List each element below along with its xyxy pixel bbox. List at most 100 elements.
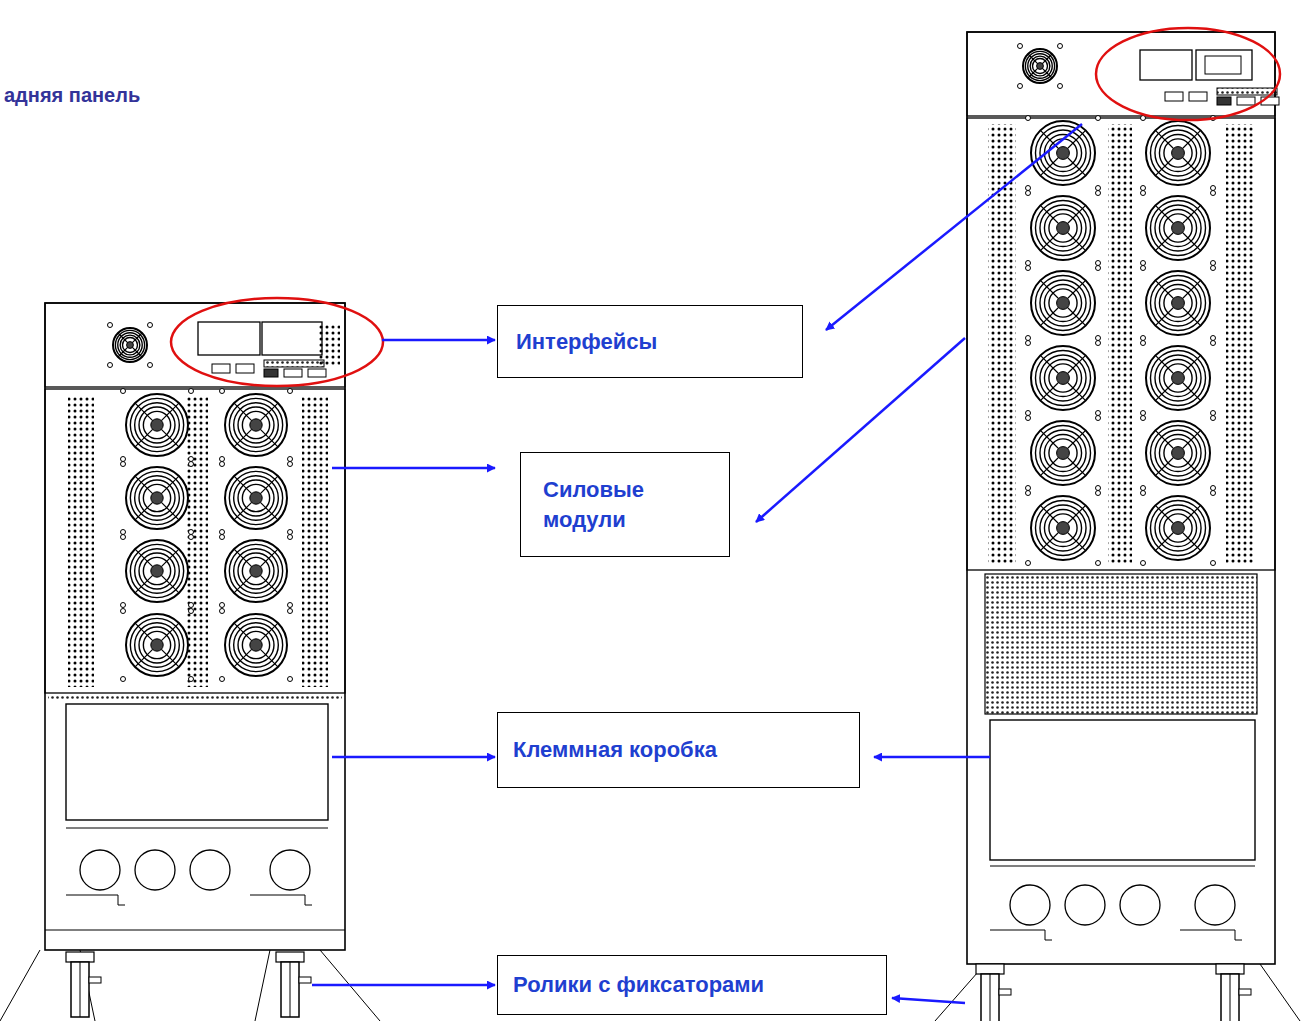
fan-spoke: [132, 333, 142, 343]
cabinet-outline: [45, 303, 345, 950]
fan-ring: [1035, 425, 1090, 480]
screw: [220, 677, 225, 682]
screw: [1141, 261, 1146, 266]
screw: [1211, 416, 1216, 421]
screw: [121, 462, 126, 467]
fan-spoke: [1068, 505, 1086, 523]
fan-ring: [1146, 271, 1210, 335]
fan: [1026, 191, 1101, 266]
label-box: Ролики с фиксаторами: [497, 955, 887, 1015]
cable-entry: [135, 850, 175, 890]
caster-wheel: [1221, 974, 1239, 1021]
fan-ring: [1146, 421, 1210, 485]
fan-ring: [118, 333, 142, 357]
fan-ring: [1146, 196, 1210, 260]
screw: [189, 535, 194, 540]
caster-lock: [1239, 989, 1251, 995]
fan-spoke: [1040, 280, 1058, 298]
fan-spoke: [234, 429, 252, 447]
fan-ring: [234, 549, 279, 594]
highlight-ellipse: [171, 298, 383, 386]
cable-entry: [1010, 885, 1050, 925]
screw: [1026, 261, 1031, 266]
fan-ring: [1040, 505, 1086, 551]
fan-spoke: [1155, 458, 1173, 476]
fan-spoke: [260, 549, 278, 567]
fan-hub: [151, 492, 163, 504]
fan-ring: [135, 476, 180, 521]
screw: [1211, 266, 1216, 271]
fan-spoke: [161, 429, 179, 447]
fan-spoke: [1155, 205, 1173, 223]
fan-hub: [250, 419, 262, 431]
vent-holes: [68, 395, 94, 687]
fan-ring: [1040, 205, 1086, 251]
fan-spoke: [135, 549, 153, 567]
fan-ring: [130, 544, 183, 597]
caster-axle: [290, 962, 291, 1017]
screw: [121, 535, 126, 540]
screw: [189, 677, 194, 682]
fan-hub: [1172, 447, 1185, 460]
fan-ring: [1150, 425, 1205, 480]
fan-spoke: [1068, 430, 1086, 448]
fan-spoke: [161, 502, 179, 520]
screw: [1026, 561, 1031, 566]
fan-ring: [1146, 496, 1210, 560]
switch: [264, 369, 278, 377]
left-cabinet: [0, 303, 380, 1021]
fan-spoke: [161, 476, 179, 494]
fan-spoke: [1155, 533, 1173, 551]
screw: [1141, 341, 1146, 346]
caster-plate: [1216, 964, 1244, 974]
fan-spoke: [161, 575, 179, 593]
fan-ring: [1031, 421, 1095, 485]
fan: [121, 535, 194, 608]
fan-spoke: [1040, 458, 1058, 476]
caster-wheel: [71, 962, 89, 1017]
fan-ring: [1155, 505, 1201, 551]
fan-ring: [229, 398, 282, 451]
fan-spoke: [1183, 430, 1201, 448]
fan-spoke: [1155, 430, 1173, 448]
fan-spoke: [1042, 54, 1052, 64]
fan-spoke: [1068, 533, 1086, 551]
screw: [121, 609, 126, 614]
fan: [220, 389, 293, 462]
fan-spoke: [1028, 54, 1038, 64]
screw: [1096, 341, 1101, 346]
cable-entry: [1120, 885, 1160, 925]
screw: [1058, 44, 1063, 49]
fan-hub: [1057, 447, 1070, 460]
fan-ring: [135, 623, 180, 668]
screw: [1096, 491, 1101, 496]
fan-spoke: [1183, 158, 1201, 176]
label-text: Ролики с фиксаторами: [513, 970, 764, 1000]
fan-spoke: [1183, 280, 1201, 298]
fan: [1026, 341, 1101, 416]
title: адняя панель: [4, 84, 140, 107]
caster: [1216, 964, 1251, 1021]
label-box: Силовые модули: [520, 452, 730, 557]
screw: [220, 535, 225, 540]
fan-spoke: [1040, 430, 1058, 448]
db-port: [308, 369, 326, 377]
db-port: [236, 364, 254, 373]
fan-ring: [1031, 121, 1095, 185]
fan-ring: [130, 398, 183, 451]
fan-ring: [225, 467, 287, 529]
fan-spoke: [1040, 233, 1058, 251]
fan: [1018, 44, 1063, 89]
caster-axle: [990, 974, 991, 1021]
screw: [288, 677, 293, 682]
fan-spoke: [1183, 458, 1201, 476]
module-panel: [967, 118, 1275, 570]
screw: [1058, 84, 1063, 89]
fan-spoke: [234, 649, 252, 667]
fan-ring: [130, 618, 183, 671]
fan-ring: [126, 614, 188, 676]
fan-spoke: [234, 502, 252, 520]
fan-spoke: [1068, 280, 1086, 298]
screw: [1141, 186, 1146, 191]
screw: [220, 530, 225, 535]
